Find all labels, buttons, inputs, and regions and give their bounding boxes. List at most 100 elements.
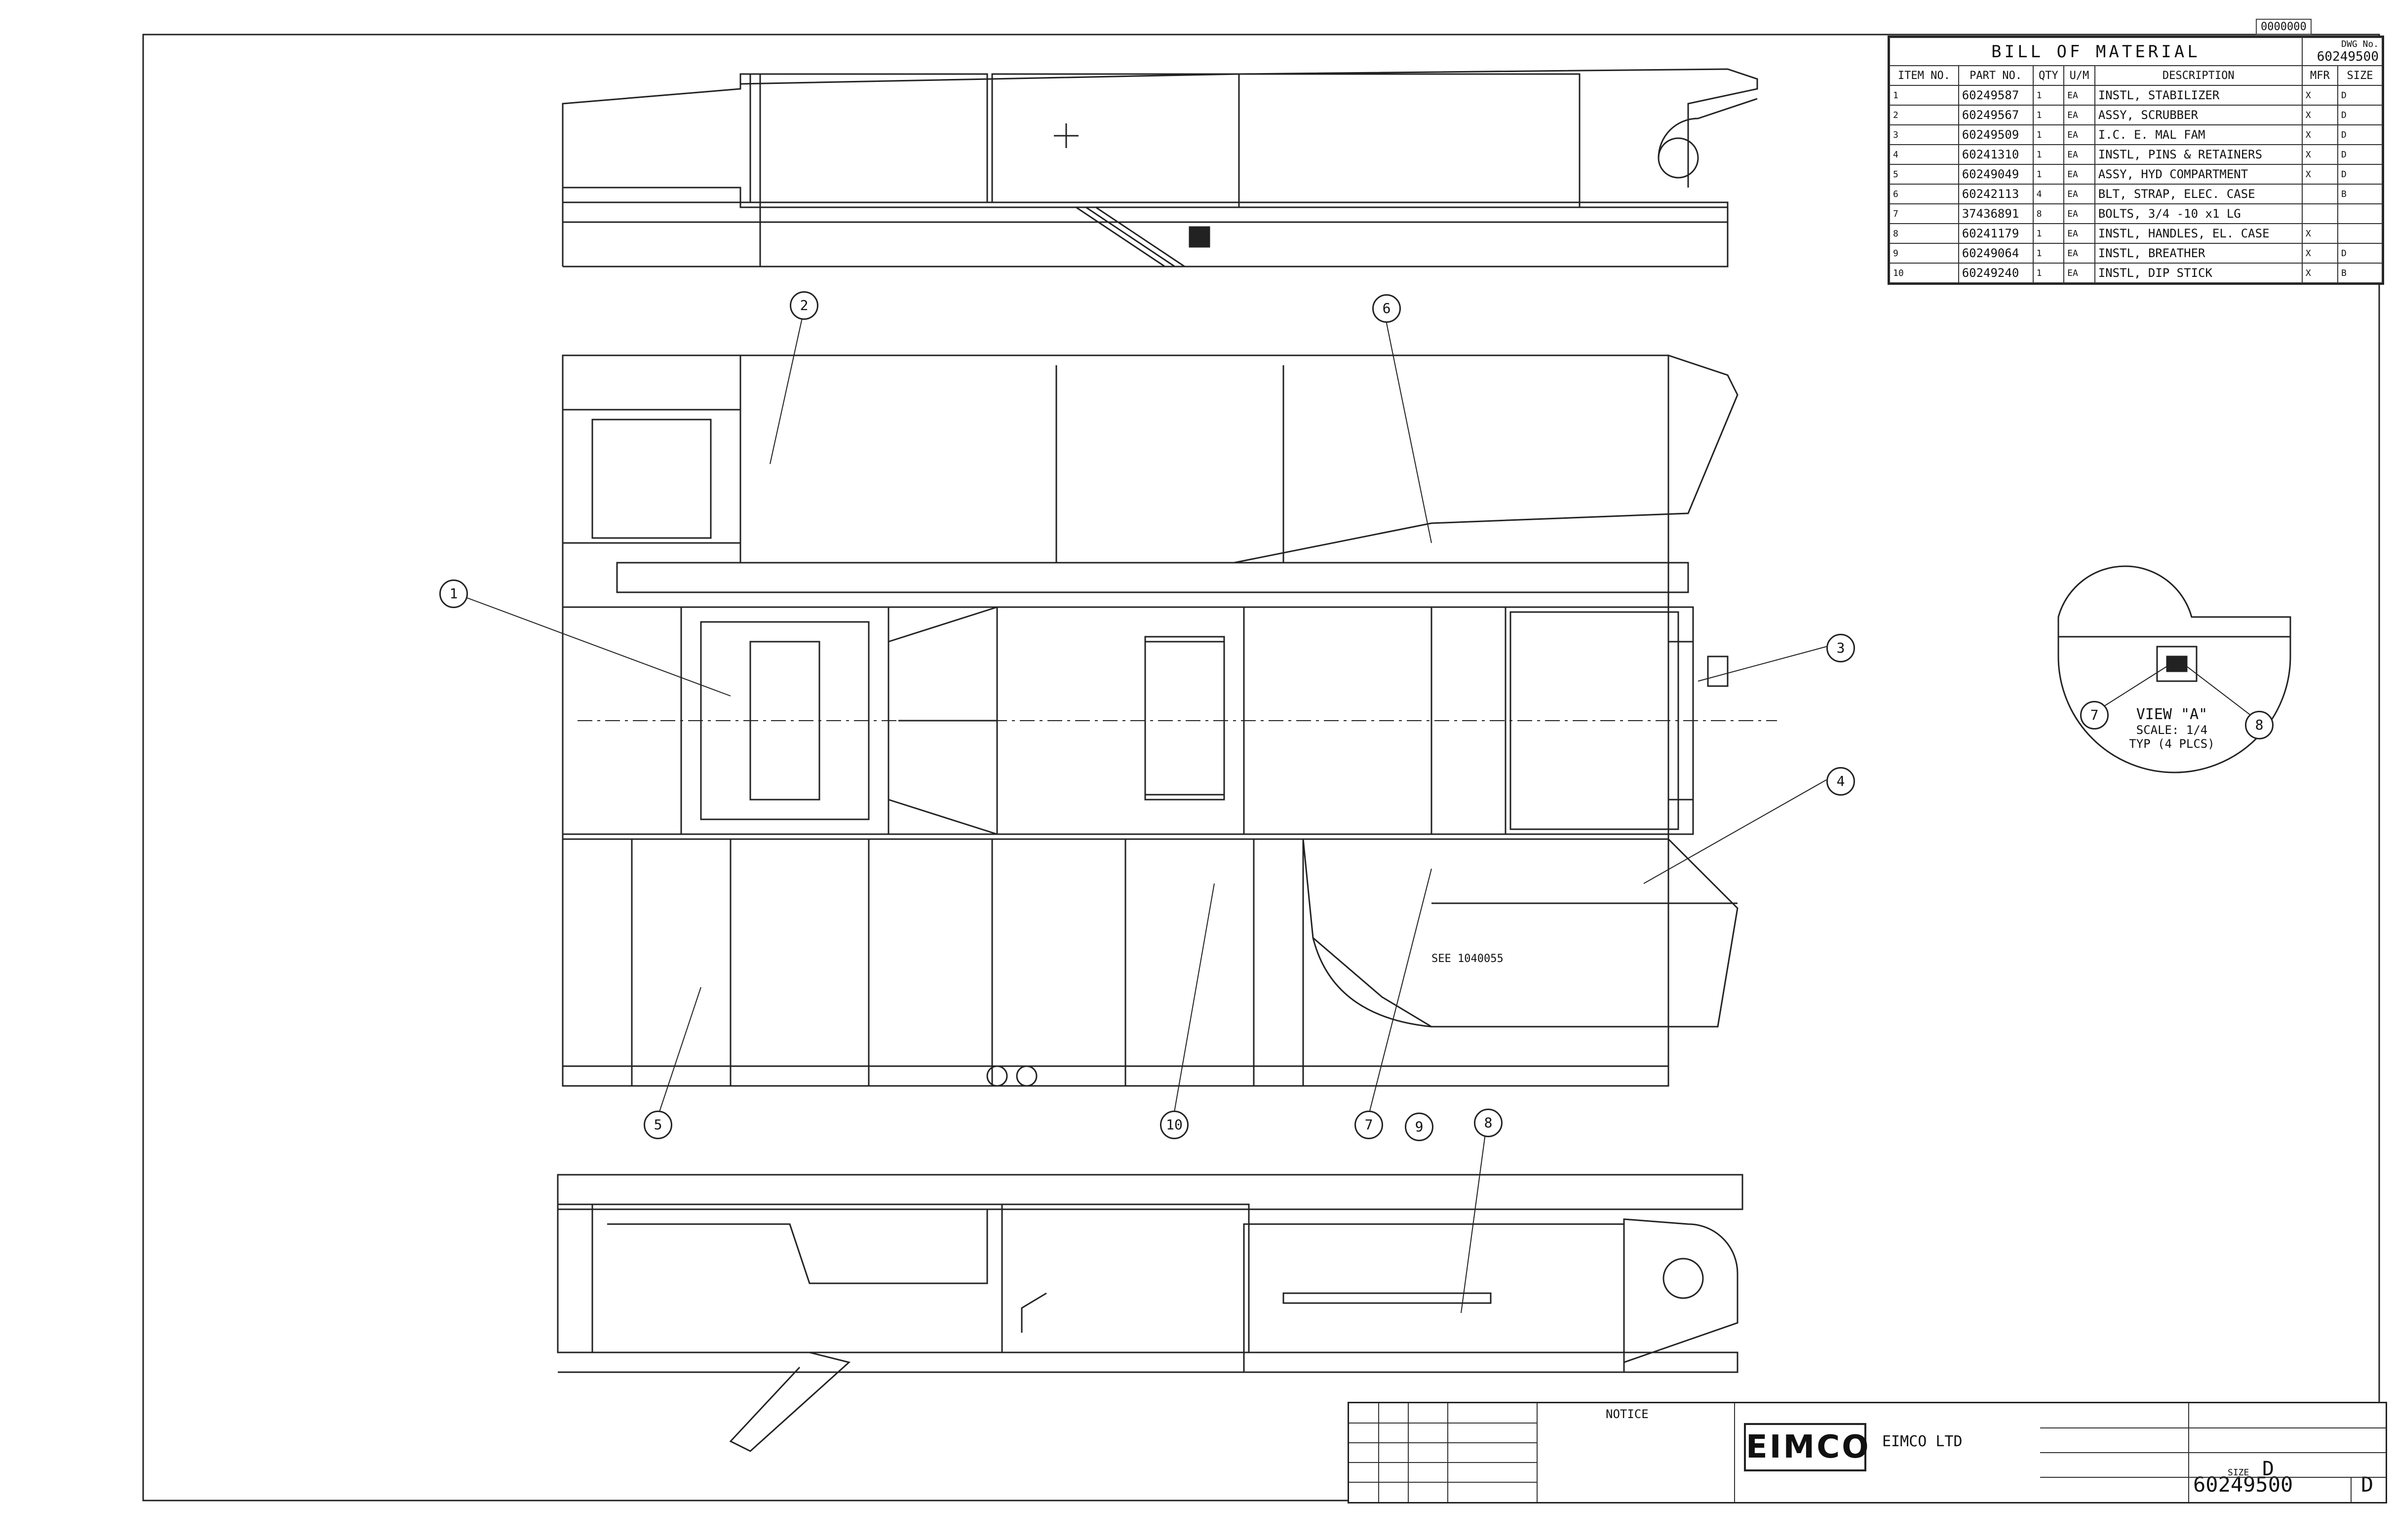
callout-balloon: 9 [1405,1113,1433,1141]
bom-table: BILL OF MATERIAL DWG No. 60249500 ITEM N… [1889,37,2383,283]
bom-description: BOLTS, 3/4 -10 x1 LG [2094,203,2303,224]
callout-balloon: 2 [790,291,818,320]
callout-balloon: 5 [644,1111,672,1139]
bom-size: D [2337,144,2383,165]
bom-size: B [2337,184,2383,204]
bom-size: D [2337,164,2383,185]
bom-mfr [2301,184,2339,204]
bom-um: EA [2063,243,2095,264]
bom-um: EA [2063,184,2095,204]
title-block-grid [1349,1403,2386,1502]
bom-part-no: 37436891 [1958,203,2034,224]
bom-header-row: ITEM NO. PART NO. QTY U/M DESCRIPTION MF… [1889,65,2383,86]
bom-description: INSTL, HANDLES, EL. CASE [2094,223,2303,244]
bom-item: 7 [1889,203,1959,224]
bom-description: INSTL, DIP STICK [2094,263,2303,283]
bom-item: 6 [1889,184,1959,204]
bom-header-um: U/M [2063,65,2095,86]
bom-size [2337,203,2383,224]
callout-balloon: 7 [2080,701,2109,730]
bom-mfr: X [2301,144,2339,165]
drawing-stamp: 0000000 [2256,19,2312,35]
bom-mfr: X [2301,105,2339,125]
revision-letter: D [2361,1472,2374,1497]
bom-part-no: 60242113 [1958,184,2034,204]
bom-header-size: SIZE [2337,65,2383,86]
bom-size: D [2337,85,2383,106]
bom-qty: 4 [2032,184,2065,204]
title-dwg-number: 60249500 [2193,1472,2293,1497]
bill-of-material: BILL OF MATERIAL DWG No. 60249500 ITEM N… [1888,36,2384,285]
bom-dwg-label: DWG No. [2341,39,2379,49]
callout-balloon: 6 [1372,294,1401,323]
bom-um: EA [2063,85,2095,106]
callout-balloon: 1 [439,579,468,608]
bom-um: EA [2063,164,2095,185]
eimco-logo: EIMCO [1744,1423,1869,1471]
bom-item: 4 [1889,144,1959,165]
size-label: SIZE [2228,1467,2249,1478]
bom-mfr: X [2301,124,2339,145]
bom-qty: 1 [2032,223,2065,244]
bom-part-no: 60249049 [1958,164,2034,185]
bom-qty: 1 [2032,105,2065,125]
bom-part-no: 60249240 [1958,263,2034,283]
title-block: NOTICE EIMCO EIMCO LTD SIZE D 60249500 D [1348,1402,2387,1503]
view-a-scale: SCALE: 1/4 [2136,723,2208,737]
callout-balloon: 8 [2245,711,2274,739]
bom-description: INSTL, PINS & RETAINERS [2094,144,2303,165]
bom-header-part: PART NO. [1958,65,2034,86]
bom-mfr: X [2301,223,2339,244]
bom-item: 8 [1889,223,1959,244]
bom-qty: 8 [2032,203,2065,224]
bom-um: EA [2063,223,2095,244]
bom-part-no: 60249509 [1958,124,2034,145]
callout-balloon: 8 [1474,1109,1503,1137]
callout-balloon: 4 [1826,767,1855,796]
bom-part-no: 60249587 [1958,85,2034,106]
bom-description: ASSY, SCRUBBER [2094,105,2303,125]
callout-balloon: 10 [1160,1111,1189,1139]
bom-um: EA [2063,105,2095,125]
bom-qty: 1 [2032,243,2065,264]
bom-title-row: BILL OF MATERIAL DWG No. 60249500 [1889,37,2383,66]
bom-um: EA [2063,144,2095,165]
view-a-label: VIEW "A" SCALE: 1/4 TYP (4 PLCS) [2108,706,2236,751]
bom-description: ASSY, HYD COMPARTMENT [2094,164,2303,185]
bom-description: INSTL, STABILIZER [2094,85,2303,106]
bom-description: I.C. E. MAL FAM [2094,124,2303,145]
bom-header-description: DESCRIPTION [2094,65,2303,86]
bom-um: EA [2063,263,2095,283]
plan-view [562,354,1777,1087]
bom-header-item: ITEM NO. [1889,65,1959,86]
bom-dwg-cell: DWG No. 60249500 [2301,37,2383,66]
sheet-border [142,34,2380,1502]
bom-mfr: X [2301,263,2339,283]
bom-part-no: 60249064 [1958,243,2034,264]
callout-balloon: 7 [1354,1111,1383,1139]
bom-header-mfr: MFR [2301,65,2339,86]
bom-um: EA [2063,203,2095,224]
bom-item: 2 [1889,105,1959,125]
bom-size [2337,223,2383,244]
bom-dwg-number: 60249500 [2317,49,2379,64]
bom-size: D [2337,243,2383,264]
company-name: EIMCO LTD [1882,1433,1963,1450]
bom-size: D [2337,105,2383,125]
notice-title: NOTICE [1606,1407,1649,1421]
leader-lines [452,315,2258,1313]
bom-description: BLT, STRAP, ELEC. CASE [2094,184,2303,204]
drawing-size: D [2262,1458,2275,1480]
bom-header-qty: QTY [2032,65,2065,86]
revision-block [1349,1403,1538,1502]
top-elevation-view [562,68,1758,268]
bom-size: D [2337,124,2383,145]
bom-qty: 1 [2032,164,2065,185]
bottom-elevation-view [557,1174,1743,1452]
